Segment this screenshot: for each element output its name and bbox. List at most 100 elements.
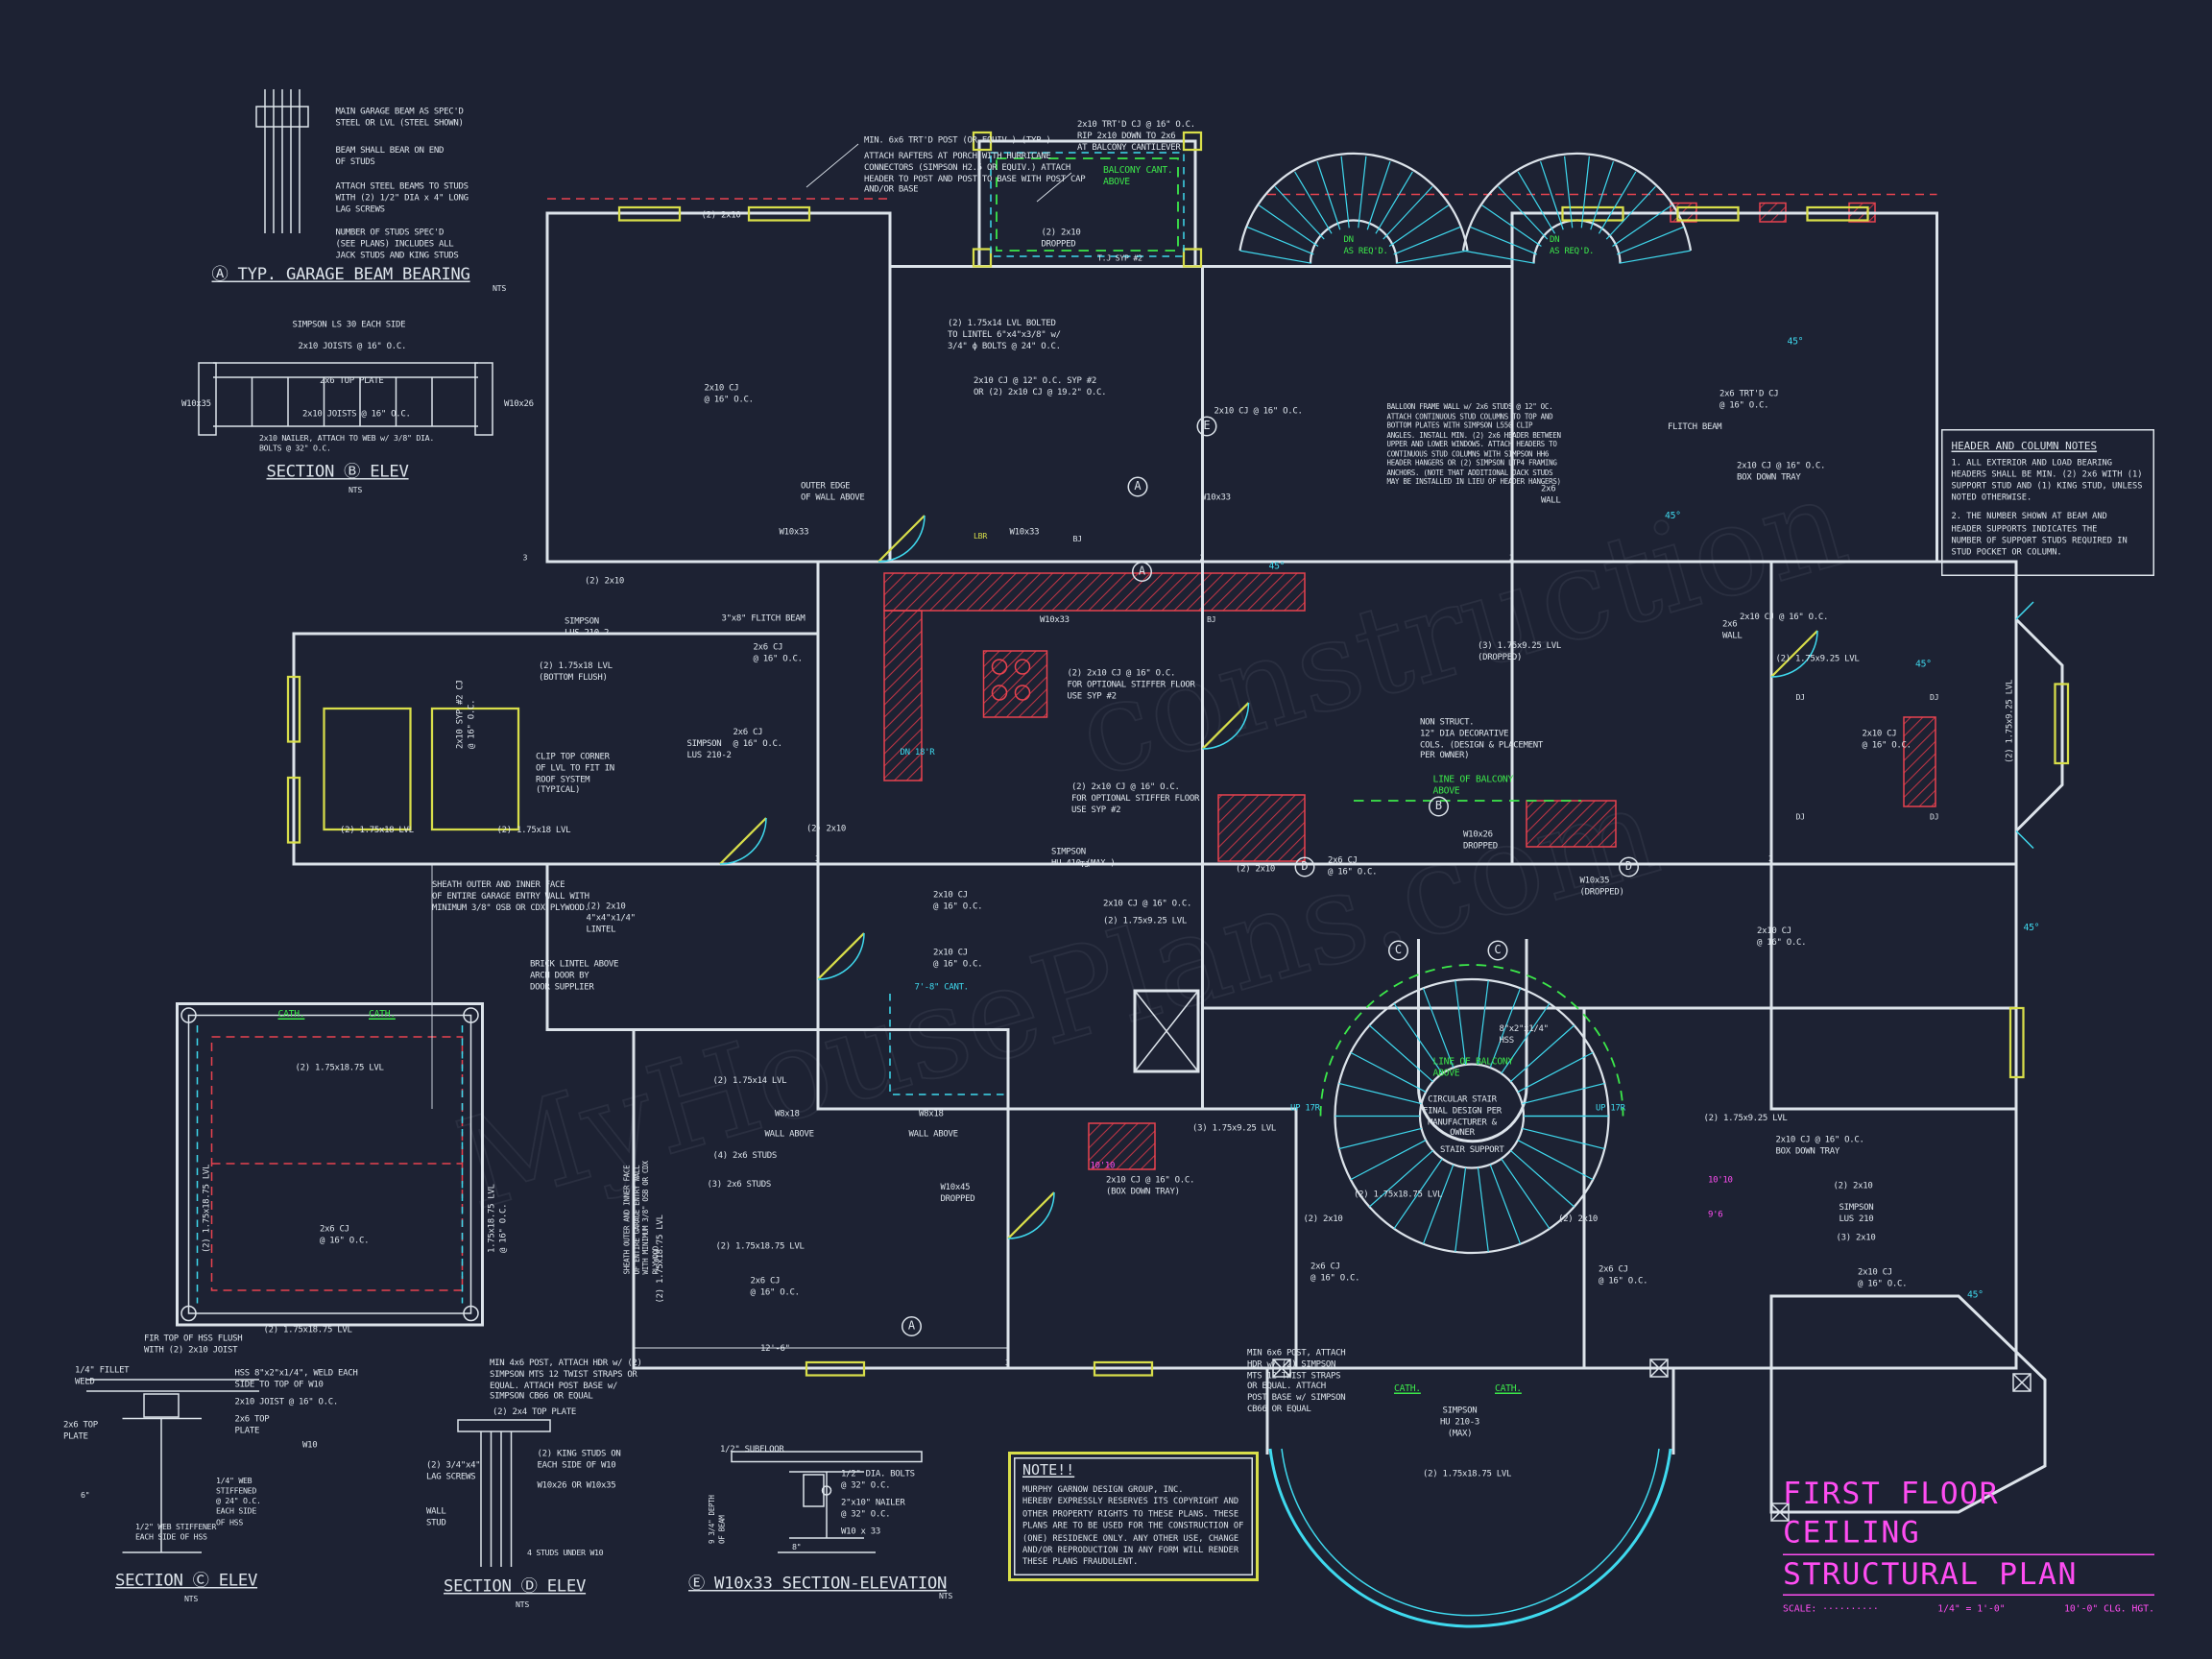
plan-annotation: MAIN GARAGE BEAM AS SPEC'D STEEL OR LVL …	[335, 107, 464, 129]
plan-annotation: NTS	[939, 1593, 953, 1601]
plan-annotation: (2) 3/4"x4" LAG SCREWS	[426, 1460, 481, 1482]
plan-annotation: 2x10 JOISTS @ 16" O.C.	[302, 409, 411, 420]
plan-annotation: 4 STUDS UNDER W10	[527, 1550, 604, 1558]
plan-annotation: 2x10 CJ @ 16" O.C.	[704, 383, 754, 405]
section-title-b: SECTION Ⓑ ELEV	[266, 461, 409, 481]
plan-annotation: FIR TOP OF HSS FLUSH WITH (2) 2x10 JOIST	[144, 1334, 243, 1356]
plan-annotation: W10x26 OR W10x35	[537, 1480, 616, 1491]
scale-row: SCALE: ·········· 1/4" = 1'-0" 10'-0" CL…	[1783, 1602, 2154, 1614]
plan-annotation: (2) 2x10 DROPPED	[1041, 228, 1081, 250]
plan-annotation: 10'10	[1708, 1175, 1733, 1186]
circular-stair-treads	[1334, 979, 1609, 1253]
plan-annotation: 1/2" WEB STIFFENER EACH SIDE OF HSS	[135, 1524, 217, 1543]
plan-marker-d: D	[1619, 856, 1639, 878]
plan-annotation: NON STRUCT. 12" DIA DECORATIVE COLS. (DE…	[1420, 717, 1543, 761]
plan-annotation: W10x26 DROPPED	[1463, 830, 1498, 852]
plan-annotation: ATTACH RAFTERS AT PORCH WITH HURRICANE C…	[864, 151, 1086, 196]
plan-annotation: UP 17R	[1596, 1103, 1625, 1114]
plan-annotation: LINE OF BALCONY ABOVE	[1432, 773, 1514, 798]
plan-annotation: 1/2" DIA. BOLTS @ 32" O.C.	[841, 1469, 915, 1491]
plan-annotation: 3	[1509, 554, 1514, 564]
plan-annotation: (2) 2x10	[1303, 1214, 1343, 1225]
plan-annotation: (2) 1.75x18.75 LVL	[263, 1325, 352, 1335]
plan-annotation: W10x26	[504, 398, 534, 410]
plan-annotation: (2) 1.75x14 LVL BOLTED TO LINTEL 6"x4"x3…	[948, 318, 1061, 351]
plan-annotation: 6"	[81, 1492, 90, 1501]
plan-annotation: (2) 2x10	[1833, 1181, 1873, 1191]
plan-annotation: 2x6 CJ @ 16" O.C.	[1328, 855, 1378, 878]
section-title-d: SECTION Ⓓ ELEV	[444, 1575, 587, 1596]
plan-annotation: ATTACH STEEL BEAMS TO STUDS WITH (2) 1/2…	[335, 181, 469, 214]
plan-annotation: DN 18'R	[900, 747, 935, 758]
plan-annotation: SIMPSON HU 210-3 (MAX)	[1440, 1406, 1479, 1438]
plan-annotation: 1/4" WEB STIFFENED @ 24" O.C. EACH SIDE …	[216, 1478, 261, 1527]
plan-annotation: 2x10 CJ @ 16" O.C. BOX DOWN TRAY	[1737, 461, 1826, 483]
plan-annotation: (2) 1.75x9.25 LVL	[1703, 1113, 1788, 1124]
plan-annotation: 2x10 CJ @ 16" O.C.	[1103, 899, 1192, 909]
plan-annotation: 2x10 CJ @ 16" O.C.	[1757, 926, 1807, 948]
plan-annotation: 45°	[1787, 335, 1804, 348]
plan-annotation: LINE OF BALCONY ABOVE	[1432, 1055, 1514, 1080]
plan-annotation: 2x10 CJ @ 16" O.C.	[933, 890, 983, 912]
plan-annotation: (2) 2x10	[1236, 864, 1275, 875]
plan-annotation: W10x45 DROPPED	[940, 1182, 975, 1204]
plan-marker-d: D	[1294, 856, 1315, 878]
plan-annotation: LBR	[974, 533, 988, 541]
title-block: FIRST FLOOR CEILING STRUCTURAL PLAN SCAL…	[1783, 1475, 2154, 1614]
plan-annotation: (2) 2x10 CJ @ 16" O.C. FOR OPTIONAL STIF…	[1067, 668, 1195, 701]
plan-annotation: SIMPSON HU 410 (MAX.)	[1051, 847, 1116, 869]
plan-annotation: TJ	[1080, 861, 1090, 870]
plan-annotation: (4) 2x6 STUDS	[712, 1150, 778, 1162]
plan-annotation: NTS	[516, 1601, 530, 1610]
plan-annotation: (2) 1.75x14 LVL	[712, 1075, 787, 1087]
plan-annotation: 3	[522, 554, 528, 564]
scale-label: SCALE: ··········	[1783, 1602, 1879, 1615]
plan-annotation: 3	[1005, 1359, 1010, 1368]
plan-annotation: (3) 2x6 STUDS	[707, 1179, 772, 1190]
ceiling-height: 10'-0" CLG. HGT.	[2064, 1602, 2154, 1615]
plan-annotation: (2) 1.75x18 LVL	[340, 825, 414, 836]
plan-annotation: W10	[302, 1440, 318, 1451]
plan-annotation: (2) 1.75x18 LVL	[496, 825, 571, 836]
plan-annotation: 1/2" SUBFLOOR	[720, 1444, 784, 1455]
header-column-notes-box: HEADER AND COLUMN NOTES 1. ALL EXTERIOR …	[1941, 429, 2154, 576]
plan-annotation: NUMBER OF STUDS SPEC'D (SEE PLANS) INCLU…	[335, 228, 459, 260]
plan-annotation: 2x10 JOISTS @ 16" O.C.	[298, 341, 407, 352]
plan-annotation: FLITCH BEAM	[1668, 421, 1722, 433]
plan-annotation: W10x35	[181, 398, 211, 410]
plan-annotation: 8"	[792, 1544, 802, 1552]
plan-annotation: MIN. 6x6 TRT'D POST (OR EQUIV.) (TYP.)	[864, 135, 1051, 146]
plan-annotation: 3	[887, 554, 892, 564]
plan-annotation: SIMPSON LUS 210	[1839, 1202, 1874, 1224]
plan-annotation: 45°	[1268, 560, 1286, 572]
plan-annotation: 2x10 CJ @ 12" O.C. SYP #2 OR (2) 2x10 CJ…	[974, 375, 1107, 397]
plan-annotation: 45°	[1915, 658, 1932, 670]
plan-marker-b: B	[1429, 796, 1449, 817]
plan-annotation: CATH.	[369, 1008, 396, 1020]
sheet-title-line1: FIRST FLOOR CEILING	[1783, 1475, 2154, 1555]
plan-annotation: 2x6 CJ @ 16" O.C.	[1310, 1262, 1360, 1284]
plan-annotation: (2) 1.75x18.75 LVL	[715, 1241, 805, 1252]
plan-annotation: BALCONY CANT. ABOVE	[1103, 164, 1173, 188]
fan-stair-right	[1463, 156, 1691, 264]
plan-annotation: W10x33	[1009, 527, 1040, 538]
plan-annotation: 2x6 CJ @ 16" O.C.	[320, 1224, 370, 1246]
plan-annotation: BEAM SHALL BEAR ON END OF STUDS	[335, 145, 445, 167]
plan-annotation: 2x10 CJ @ 16" O.C. (BOX DOWN TRAY)	[1106, 1175, 1195, 1197]
plan-annotation: W10x33	[1201, 493, 1231, 503]
stove-burners-icon	[991, 659, 1031, 701]
plan-annotation: 2x6 WALL	[1722, 619, 1743, 641]
plan-annotation: 45°	[2023, 922, 2040, 933]
detail-sketches	[86, 89, 923, 1567]
plan-annotation: (2) 1.75x18.75 LVL	[295, 1063, 384, 1073]
plan-annotation: 12'-6"	[760, 1343, 790, 1355]
plan-annotation: SIMPSON LS 30 EACH SIDE	[292, 320, 406, 330]
plan-annotation: BRICK LINTEL ABOVE ARCH DOOR BY DOOR SUP…	[530, 959, 619, 992]
plan-annotation: OUTER EDGE OF WALL ABOVE	[801, 481, 865, 503]
plan-annotation: SHEATH OUTER AND INNER FACE OF ENTIRE GA…	[432, 879, 589, 913]
plan-annotation: UP 17R	[1290, 1103, 1320, 1114]
plan-annotation: 1/4" FILLET WELD	[75, 1365, 130, 1387]
plan-annotation: SIMPSON LUS 210-2	[686, 738, 732, 760]
plan-annotation: 2x6 TOP PLATE	[234, 1414, 270, 1436]
